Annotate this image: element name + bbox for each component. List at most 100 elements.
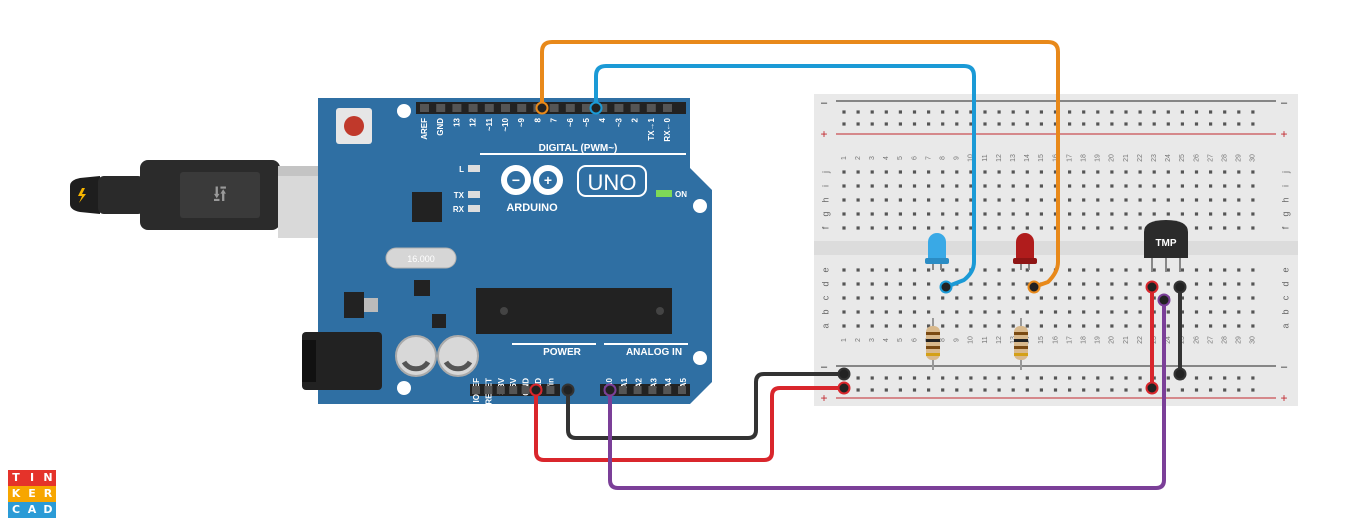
terminal-hole[interactable] — [912, 198, 917, 202]
analog-pin-socket[interactable] — [663, 386, 672, 394]
wire-endpoint[interactable] — [1145, 381, 1159, 395]
terminal-hole[interactable] — [912, 268, 917, 272]
terminal-hole[interactable] — [842, 268, 846, 272]
terminal-hole[interactable] — [1152, 198, 1156, 202]
terminal-hole[interactable] — [1209, 296, 1213, 300]
wire-endpoint[interactable] — [535, 101, 549, 115]
rail-hole[interactable] — [870, 376, 874, 380]
digital-pin-socket[interactable] — [484, 104, 494, 112]
digital-pin-socket[interactable] — [646, 104, 656, 112]
terminal-hole[interactable] — [1124, 282, 1128, 286]
rail-hole[interactable] — [955, 376, 959, 380]
terminal-hole[interactable] — [1124, 296, 1128, 300]
terminal-hole[interactable] — [870, 282, 874, 286]
terminal-hole[interactable] — [912, 310, 917, 314]
rail-hole[interactable] — [1166, 388, 1170, 392]
rail-hole[interactable] — [1068, 388, 1072, 392]
terminal-hole[interactable] — [927, 226, 931, 230]
wire-endpoint[interactable] — [1173, 367, 1187, 381]
rail-hole[interactable] — [842, 122, 846, 126]
rail-hole[interactable] — [870, 388, 874, 392]
rail-hole[interactable] — [969, 122, 973, 126]
rail-hole[interactable] — [912, 122, 917, 126]
analog-pin-socket[interactable] — [633, 386, 642, 394]
terminal-hole[interactable] — [1251, 310, 1255, 314]
terminal-hole[interactable] — [1180, 310, 1184, 314]
terminal-hole[interactable] — [969, 226, 973, 230]
terminal-hole[interactable] — [1138, 198, 1142, 202]
terminal-hole[interactable] — [1039, 310, 1043, 314]
terminal-hole[interactable] — [884, 212, 888, 216]
rail-hole[interactable] — [1110, 122, 1114, 126]
terminal-hole[interactable] — [1209, 226, 1213, 230]
terminal-hole[interactable] — [1096, 198, 1100, 202]
wire-endpoints[interactable] — [529, 101, 1187, 397]
rail-hole[interactable] — [1096, 122, 1100, 126]
terminal-hole[interactable] — [1124, 170, 1128, 174]
rail-hole[interactable] — [1096, 110, 1100, 114]
rail-hole[interactable] — [1209, 122, 1213, 126]
terminal-hole[interactable] — [1223, 170, 1227, 174]
rail-hole[interactable] — [898, 122, 902, 126]
rail-hole[interactable] — [1110, 388, 1114, 392]
terminal-hole[interactable] — [1180, 268, 1184, 272]
terminal-hole[interactable] — [941, 184, 945, 188]
terminal-hole[interactable] — [1152, 296, 1156, 300]
rail-hole[interactable] — [1166, 376, 1170, 380]
arduino-uno-board[interactable]: 16.000 L TX RX ON − + UNO ARDUINO DIGITA — [302, 98, 712, 405]
terminal-hole[interactable] — [1039, 212, 1043, 216]
terminal-hole[interactable] — [842, 310, 846, 314]
digital-pin-socket[interactable] — [549, 104, 559, 112]
terminal-hole[interactable] — [1180, 296, 1184, 300]
terminal-hole[interactable] — [927, 170, 931, 174]
terminal-hole[interactable] — [856, 184, 860, 188]
terminal-hole[interactable] — [912, 170, 917, 174]
terminal-hole[interactable] — [1110, 212, 1114, 216]
rail-hole[interactable] — [1194, 388, 1199, 392]
rail-hole[interactable] — [927, 122, 931, 126]
terminal-hole[interactable] — [1124, 268, 1128, 272]
terminal-hole[interactable] — [997, 198, 1001, 202]
terminal-hole[interactable] — [1011, 198, 1015, 202]
rail-hole[interactable] — [1124, 110, 1128, 114]
terminal-hole[interactable] — [1194, 324, 1199, 328]
terminal-hole[interactable] — [912, 282, 917, 286]
terminal-hole[interactable] — [1110, 198, 1114, 202]
digital-pin-socket[interactable] — [420, 104, 429, 112]
terminal-hole[interactable] — [927, 198, 931, 202]
terminal-hole[interactable] — [912, 212, 917, 216]
rail-hole[interactable] — [1124, 376, 1128, 380]
digital-pin-socket[interactable] — [436, 104, 446, 112]
wire-endpoint[interactable] — [529, 383, 543, 397]
terminal-hole[interactable] — [1039, 268, 1043, 272]
terminal-hole[interactable] — [856, 296, 860, 300]
terminal-hole[interactable] — [856, 310, 860, 314]
rail-hole[interactable] — [1237, 122, 1241, 126]
terminal-hole[interactable] — [1110, 268, 1114, 272]
terminal-hole[interactable] — [1251, 268, 1255, 272]
rail-hole[interactable] — [1053, 388, 1058, 392]
terminal-hole[interactable] — [884, 268, 888, 272]
wires[interactable] — [534, 40, 1182, 490]
terminal-hole[interactable] — [1053, 170, 1058, 174]
rail-hole[interactable] — [1194, 376, 1199, 380]
rail-hole[interactable] — [1237, 376, 1241, 380]
power-pin-socket[interactable] — [472, 386, 480, 394]
terminal-hole[interactable] — [1138, 226, 1142, 230]
terminal-hole[interactable] — [870, 170, 874, 174]
terminal-hole[interactable] — [1039, 226, 1043, 230]
terminal-hole[interactable] — [898, 268, 902, 272]
terminal-hole[interactable] — [1025, 324, 1029, 328]
rail-hole[interactable] — [1180, 122, 1184, 126]
terminal-hole[interactable] — [955, 170, 959, 174]
rail-hole[interactable] — [1209, 376, 1213, 380]
terminal-hole[interactable] — [1194, 296, 1199, 300]
rail-hole[interactable] — [1025, 122, 1029, 126]
rail-hole[interactable] — [927, 376, 931, 380]
terminal-hole[interactable] — [969, 170, 973, 174]
terminal-hole[interactable] — [927, 310, 931, 314]
terminal-hole[interactable] — [969, 324, 973, 328]
rail-hole[interactable] — [941, 110, 945, 114]
rail-hole[interactable] — [1096, 376, 1100, 380]
terminal-hole[interactable] — [1011, 324, 1015, 328]
